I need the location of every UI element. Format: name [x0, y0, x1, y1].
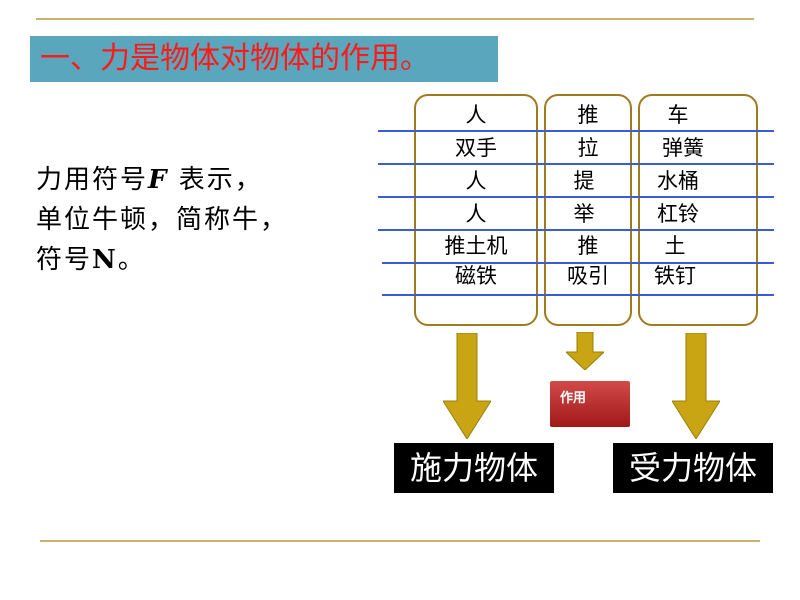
column-action [544, 94, 632, 326]
row3-agent: 人 [465, 169, 487, 193]
row1-verb: 推 [577, 103, 599, 127]
table-line [378, 229, 774, 231]
description-line-3: 符号N。 [36, 245, 146, 275]
row4-agent: 人 [465, 202, 487, 226]
table-line [382, 294, 774, 296]
row3-object: 水桶 [657, 169, 699, 193]
bottom-rule [40, 540, 760, 542]
description-line-1: 力用符号F 表示， [36, 165, 263, 195]
row2-object: 弹簧 [662, 136, 704, 160]
description-line-2: 单位牛顿，简称牛， [36, 205, 289, 235]
table-line [382, 262, 774, 264]
table-line [378, 130, 774, 132]
unit-symbol: N [92, 245, 118, 275]
table-line [378, 196, 774, 198]
row6-agent: 磁铁 [455, 264, 497, 288]
down-arrow-middle-icon [566, 332, 604, 370]
table-line [378, 163, 774, 165]
slide-title: 一、力是物体对物体的作用。 [30, 36, 498, 82]
row1-object: 车 [667, 103, 689, 127]
row5-agent: 推土机 [444, 234, 508, 258]
row1-agent: 人 [465, 103, 487, 127]
exerting-object-box: 施力物体 [394, 443, 554, 493]
row2-verb: 拉 [577, 136, 599, 160]
action-label: 作用 [550, 381, 630, 427]
force-symbol: F [148, 165, 169, 195]
down-arrow-left-icon [443, 333, 491, 439]
row5-object: 土 [664, 234, 686, 258]
row3-verb: 提 [573, 169, 595, 193]
receiving-object-box: 受力物体 [613, 443, 773, 493]
row6-object: 铁钉 [654, 264, 696, 288]
row5-verb: 推 [577, 234, 599, 258]
description-text: 力用符号F 表示， 单位牛顿，简称牛， 符号N。 [36, 160, 288, 280]
row4-object: 杠铃 [657, 202, 699, 226]
row6-verb: 吸引 [567, 264, 609, 288]
row2-agent: 双手 [455, 136, 497, 160]
top-rule [36, 18, 754, 20]
row4-verb: 举 [573, 202, 595, 226]
down-arrow-right-icon [672, 333, 720, 439]
column-exerting [414, 94, 538, 326]
column-receiving [638, 94, 758, 326]
